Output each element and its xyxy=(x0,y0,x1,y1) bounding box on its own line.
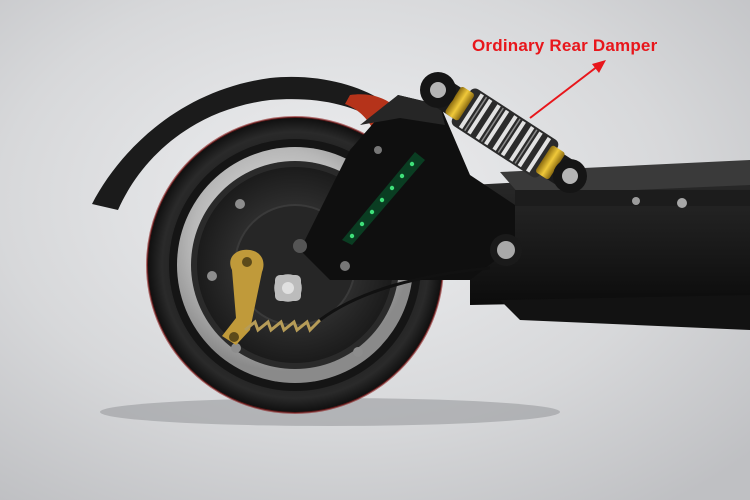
wheel-axle xyxy=(274,274,302,302)
rear-damper xyxy=(420,72,587,193)
annotation-arrow xyxy=(529,60,606,119)
annotation-label: Ordinary Rear Damper xyxy=(472,36,658,55)
ground-shadow xyxy=(100,398,560,426)
rear-fender xyxy=(92,76,405,211)
led-strip xyxy=(342,152,425,245)
scooter-deck xyxy=(470,160,750,330)
drum-brake-lever xyxy=(222,249,491,345)
brake-cable xyxy=(319,266,491,322)
brake-spring xyxy=(244,318,322,333)
pivot-bolt xyxy=(490,234,522,266)
